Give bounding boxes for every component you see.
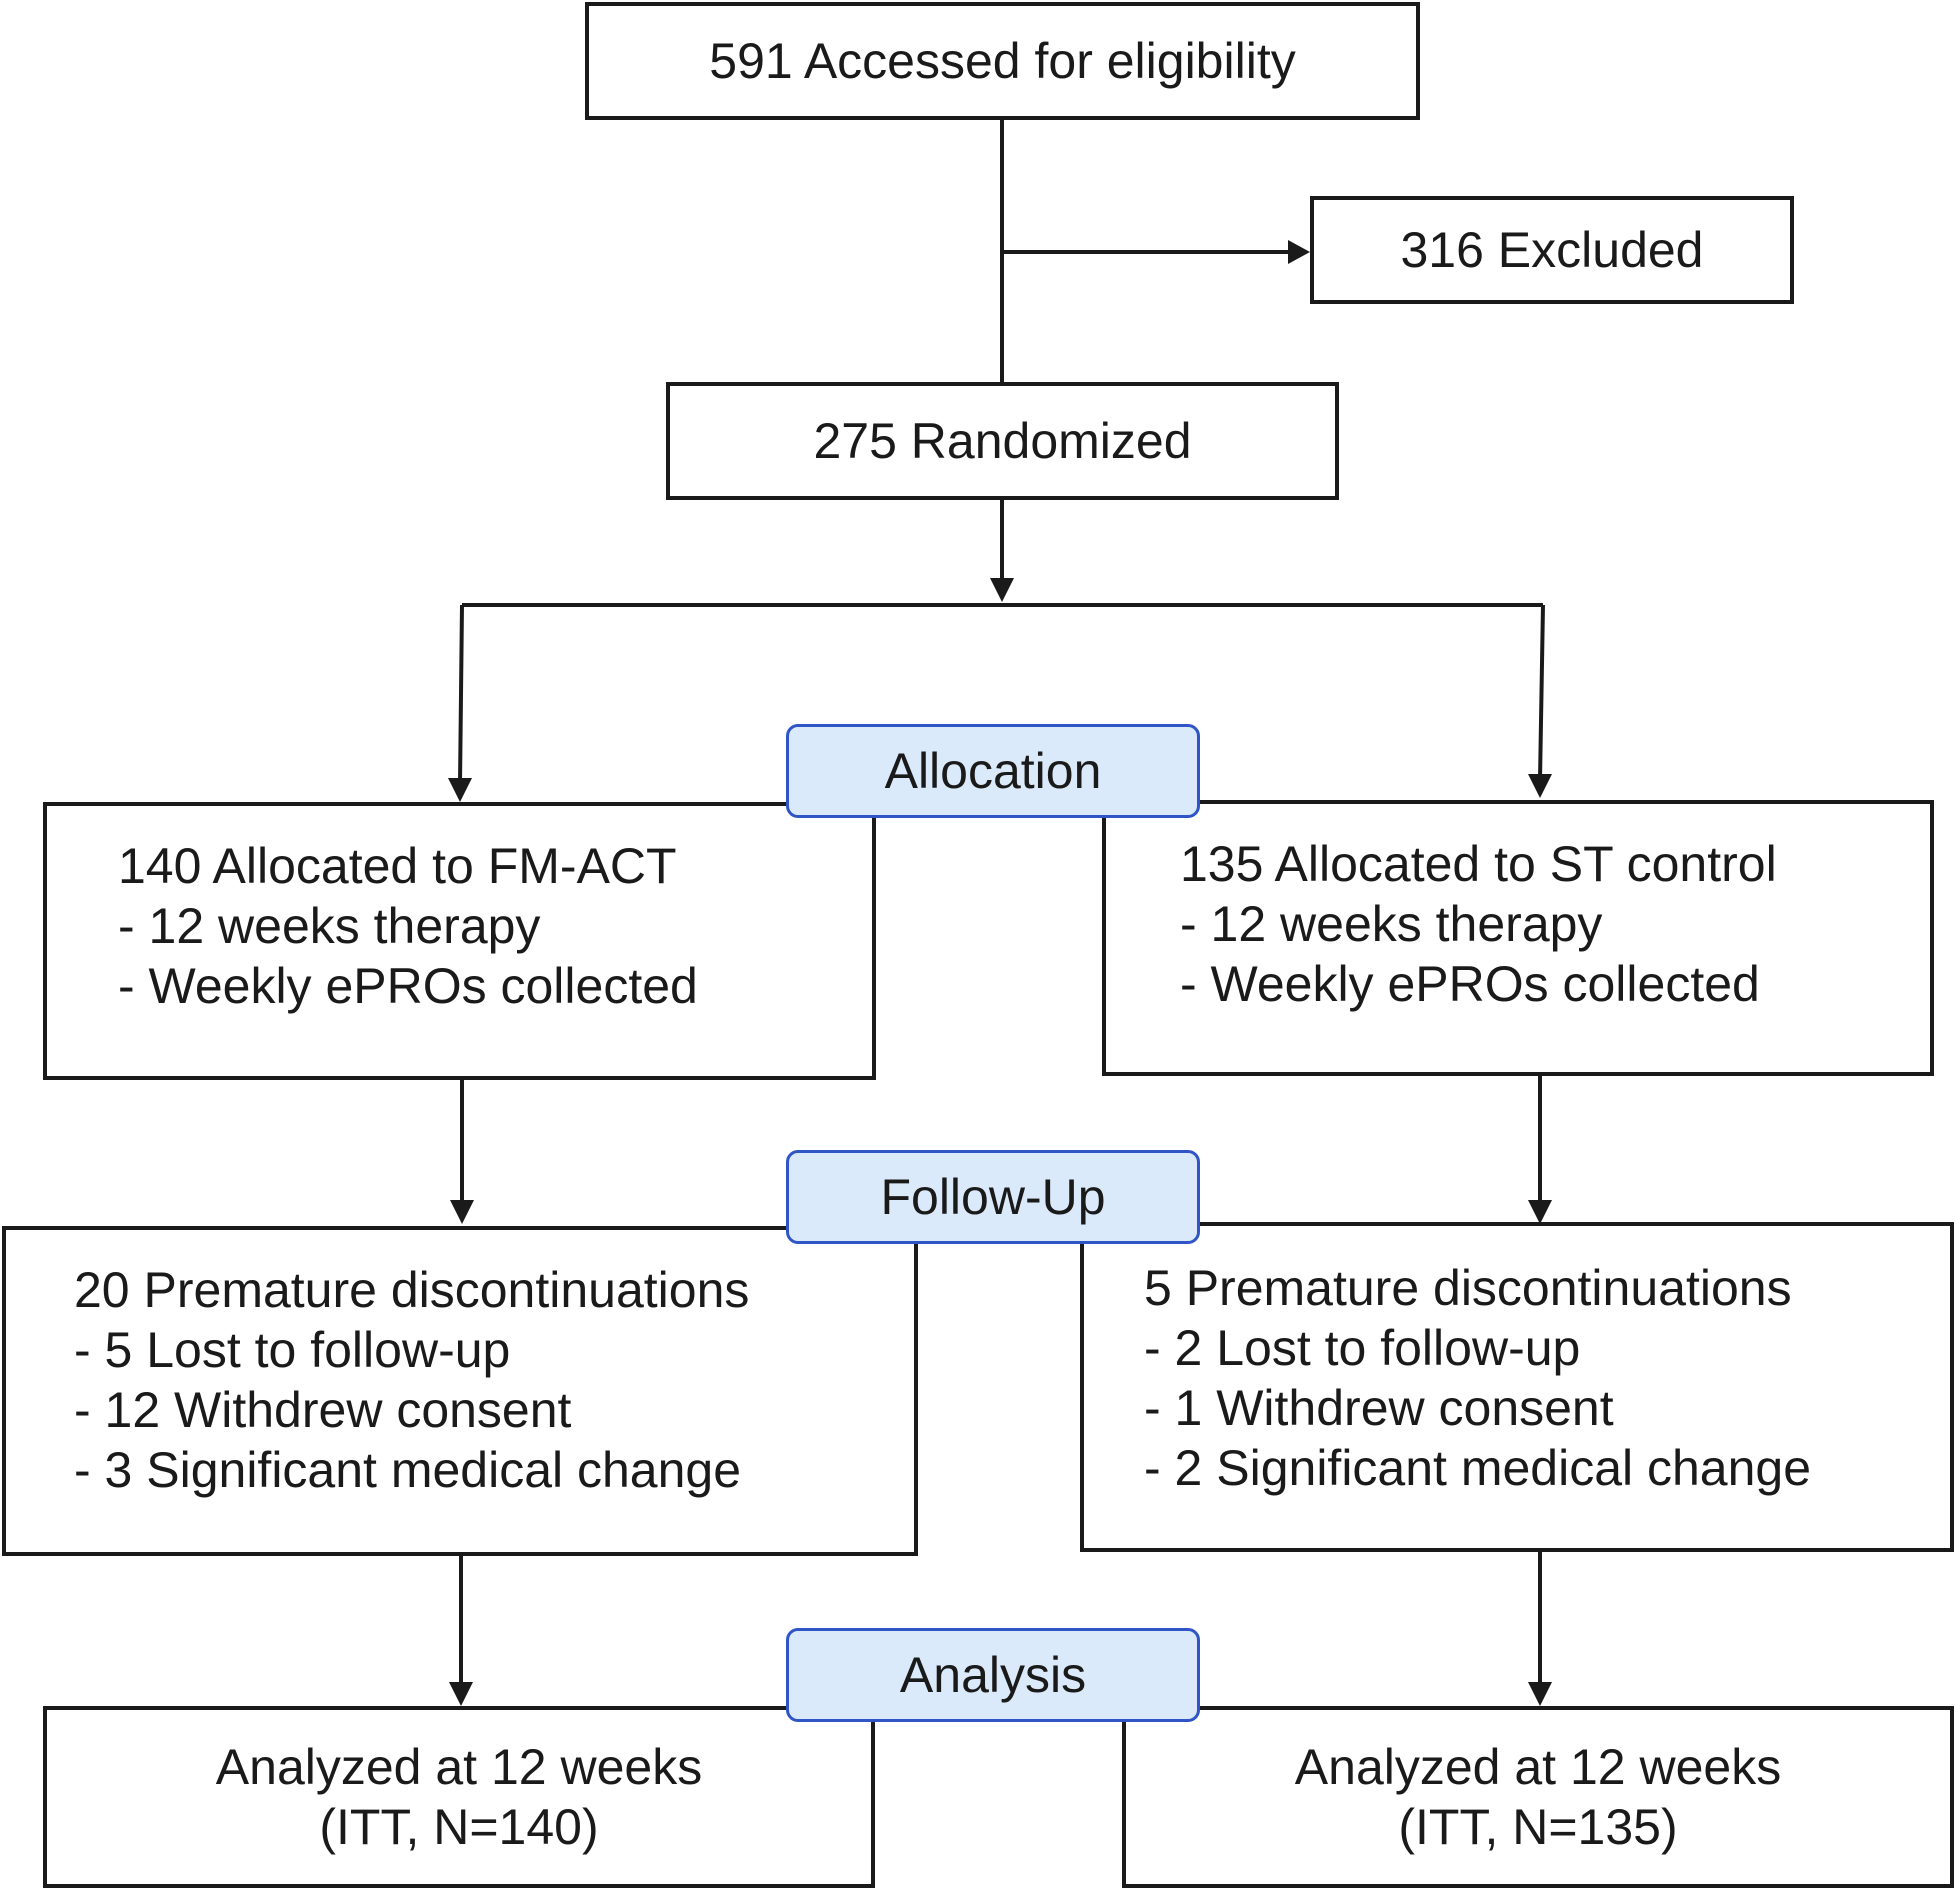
- right-followup-line-3: - 1 Withdrew consent: [1144, 1380, 1614, 1436]
- screening-text: 591 Accessed for eligibility: [709, 33, 1296, 89]
- right-analysis-box: Analyzed at 12 weeks (ITT, N=135): [1122, 1706, 1954, 1888]
- left-allocation-line-1: 140 Allocated to FM-ACT: [118, 838, 677, 894]
- right-followup-line-2: - 2 Lost to follow-up: [1144, 1320, 1581, 1376]
- right-allocation-line-3: - Weekly ePROs collected: [1180, 956, 1760, 1012]
- left-allocation-line-3: - Weekly ePROs collected: [118, 958, 698, 1014]
- left-followup-line-4: - 3 Significant medical change: [74, 1442, 742, 1498]
- arrowhead-left-followup: [450, 1200, 474, 1224]
- right-analysis-line-2: (ITT, N=135): [1398, 1799, 1678, 1855]
- arrowhead-left-allocation: [448, 778, 472, 802]
- right-followup-box: 5 Premature discontinuations - 2 Lost to…: [1080, 1222, 1954, 1552]
- randomized-box: 275 Randomized: [666, 382, 1339, 500]
- stage-label-analysis-text: Analysis: [899, 1647, 1087, 1703]
- left-analysis-line-2: (ITT, N=140): [319, 1799, 599, 1855]
- left-followup-line-2: - 5 Lost to follow-up: [74, 1322, 511, 1378]
- left-analysis-box: Analyzed at 12 weeks (ITT, N=140): [43, 1706, 875, 1888]
- arrowhead-left-analysis: [449, 1682, 473, 1706]
- right-analysis-line-1: Analyzed at 12 weeks: [1294, 1739, 1782, 1795]
- left-followup-line-1: 20 Premature discontinuations: [74, 1262, 750, 1318]
- arrowhead-right-followup: [1528, 1200, 1552, 1224]
- left-allocation-line-2: - 12 weeks therapy: [118, 898, 541, 954]
- randomized-text: 275 Randomized: [813, 413, 1192, 469]
- left-allocation-box: 140 Allocated to FM-ACT - 12 weeks thera…: [43, 802, 876, 1080]
- right-allocation-line-2: - 12 weeks therapy: [1180, 896, 1603, 952]
- left-followup-box: 20 Premature discontinuations - 5 Lost t…: [2, 1226, 918, 1556]
- left-followup-line-3: - 12 Withdrew consent: [74, 1382, 572, 1438]
- right-followup-line-4: - 2 Significant medical change: [1144, 1440, 1812, 1496]
- screening-box: 591 Accessed for eligibility: [585, 2, 1420, 120]
- arrowhead-right-analysis: [1528, 1682, 1552, 1706]
- stage-label-analysis: Analysis: [786, 1628, 1200, 1722]
- connector-right-allocation: [1538, 604, 1545, 781]
- excluded-text: 316 Excluded: [1400, 222, 1704, 278]
- left-analysis-line-1: Analyzed at 12 weeks: [215, 1739, 703, 1795]
- arrowhead-right-allocation: [1528, 774, 1552, 798]
- stage-label-allocation: Allocation: [786, 724, 1200, 818]
- right-allocation-line-1: 135 Allocated to ST control: [1180, 836, 1777, 892]
- connector-left-allocation: [458, 604, 464, 785]
- stage-label-follow-up: Follow-Up: [786, 1150, 1200, 1244]
- stage-label-follow-up-text: Follow-Up: [880, 1169, 1106, 1225]
- arrowhead-split: [990, 578, 1014, 602]
- right-followup-line-1: 5 Premature discontinuations: [1144, 1260, 1792, 1316]
- stage-label-allocation-text: Allocation: [884, 743, 1102, 799]
- right-allocation-box: 135 Allocated to ST control - 12 weeks t…: [1102, 800, 1934, 1076]
- arrowhead-excluded: [1288, 240, 1310, 264]
- excluded-box: 316 Excluded: [1310, 196, 1794, 304]
